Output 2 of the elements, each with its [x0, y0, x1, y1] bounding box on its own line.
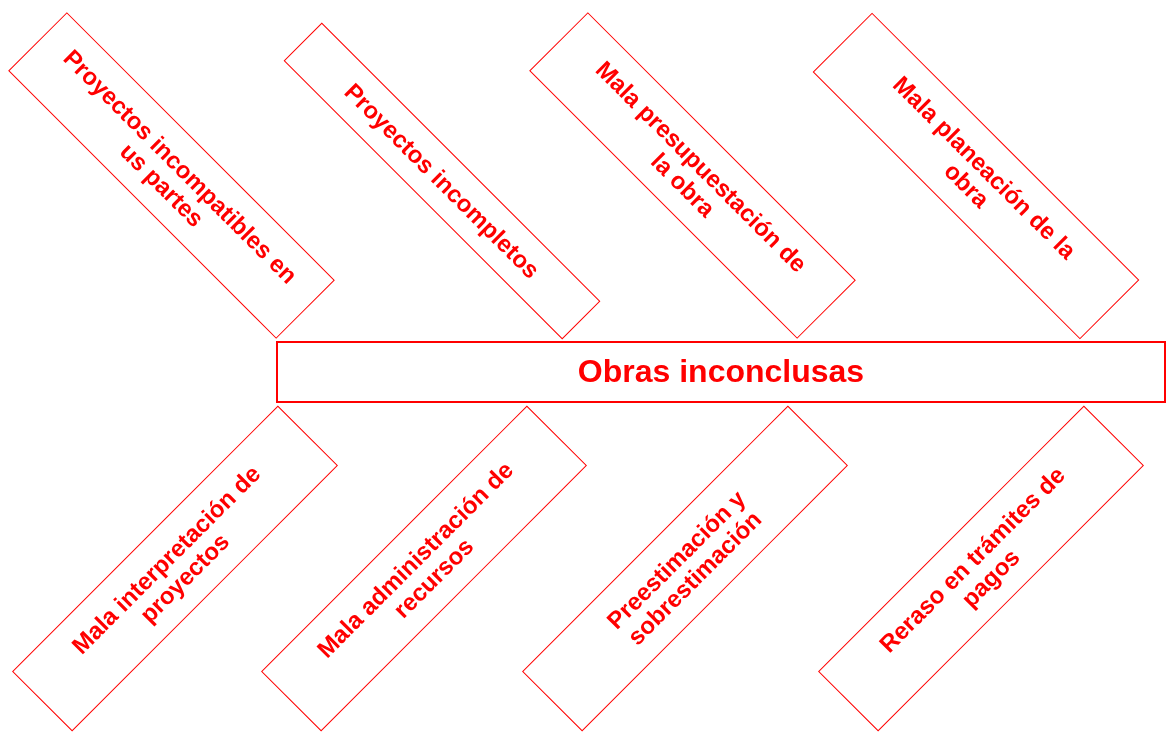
- effect-label: Obras inconclusas: [577, 355, 865, 389]
- effect-box: [276, 341, 1166, 403]
